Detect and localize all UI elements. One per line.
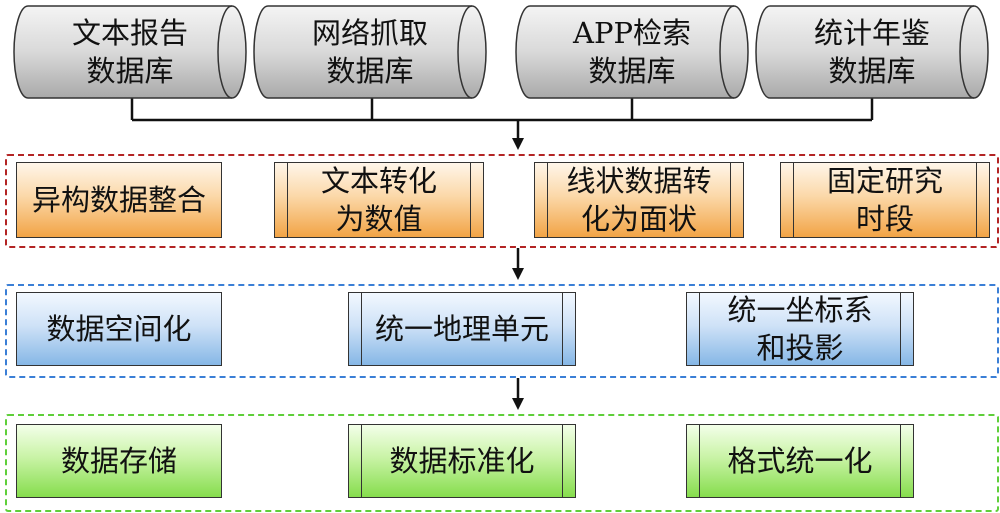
- step-format-unification: 格式统一化: [686, 424, 914, 498]
- database-app-search: APP检索 数据库: [514, 4, 750, 100]
- step-fixed-period: 固定研究 时段: [780, 162, 990, 238]
- step-title-data-storage: 数据存储: [16, 424, 222, 498]
- database-label: APP检索 数据库: [573, 16, 691, 88]
- database-label: 网络抓取 数据库: [311, 16, 428, 88]
- step-text-to-numeric: 文本转化 为数值: [274, 162, 484, 238]
- step-title-data-spatialization: 数据空间化: [16, 292, 222, 366]
- step-unified-geo-unit: 统一地理单元: [348, 292, 576, 366]
- group-data-spatialization: [5, 284, 999, 378]
- database-text-reports: 文本报告 数据库: [12, 4, 248, 100]
- step-data-standardization: 数据标准化: [348, 424, 576, 498]
- database-label: 统计年鉴 数据库: [813, 16, 930, 88]
- group-data-integration: [5, 154, 999, 248]
- step-line-to-polygon: 线状数据转 化为面状: [534, 162, 744, 238]
- step-unified-coordinate-system: 统一坐标系 和投影: [686, 292, 914, 366]
- step-title-data-integration: 异构数据整合: [16, 162, 222, 238]
- database-label: 文本报告 数据库: [71, 16, 188, 88]
- database-cylinder-icon: [13, 5, 247, 99]
- database-statistical-yearbook: 统计年鉴 数据库: [754, 4, 990, 100]
- database-cylinder-icon: [253, 5, 487, 99]
- database-web-scraping: 网络抓取 数据库: [252, 4, 488, 100]
- database-cylinder-icon: [515, 5, 749, 99]
- group-data-storage: [5, 414, 999, 512]
- database-cylinder-icon: [755, 5, 989, 99]
